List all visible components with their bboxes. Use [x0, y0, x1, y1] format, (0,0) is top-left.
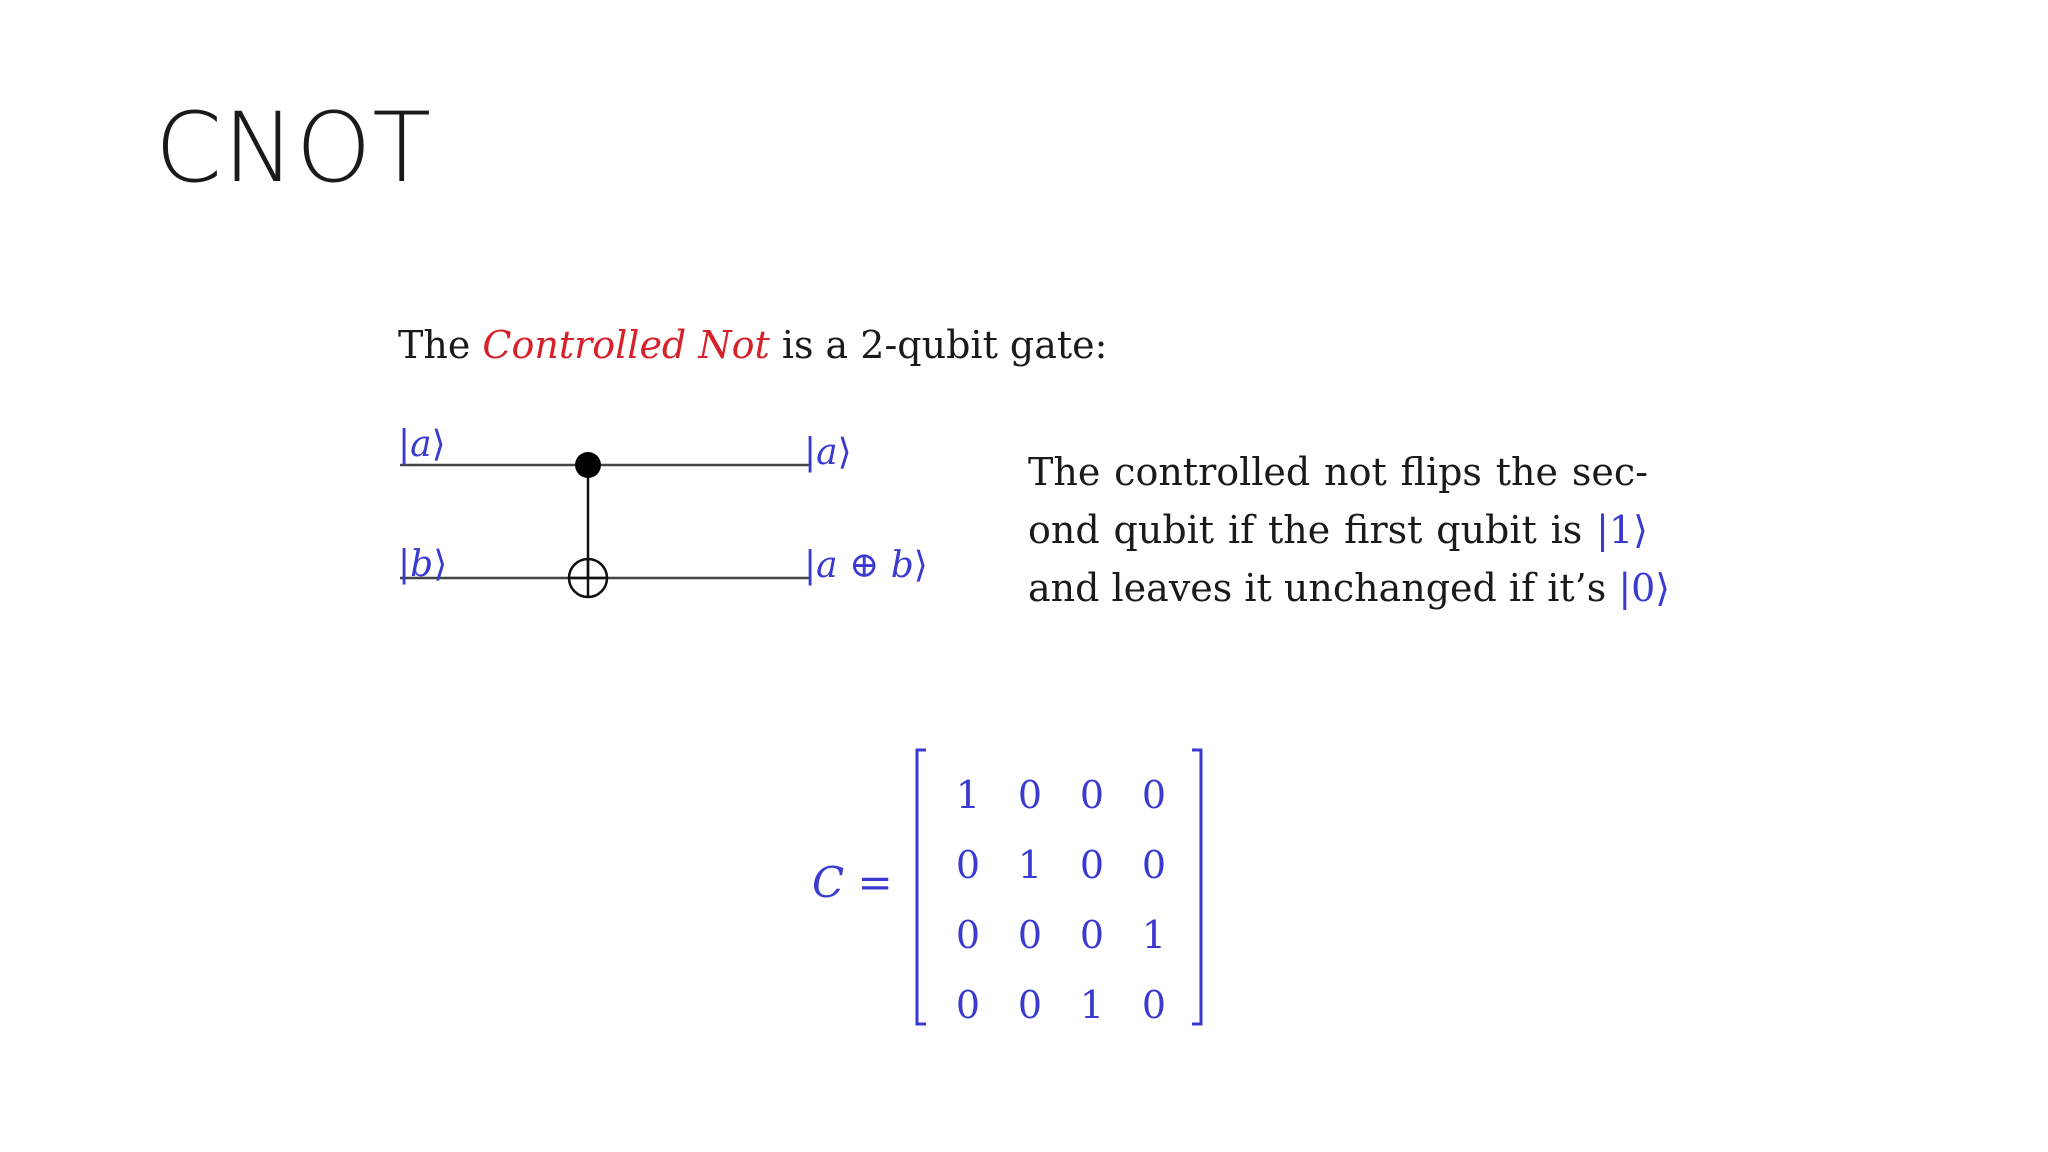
matrix-cell: 1 [1079, 983, 1105, 1027]
matrix-lhs: C = [812, 858, 893, 907]
matrix-cell: 0 [1141, 773, 1167, 817]
left-bracket [915, 748, 926, 1026]
input-ket-a: |a⟩ [398, 424, 446, 465]
matrix-cell: 1 [1017, 843, 1043, 887]
matrix-cell: 0 [1079, 773, 1105, 817]
intro-before: The [398, 323, 483, 367]
description-line-1: The controlled not flips the sec- [1028, 450, 1648, 494]
cnot-description: The controlled not flips the sec- ond qu… [1028, 443, 1671, 617]
ket-one: |1⟩ [1596, 508, 1648, 552]
matrix-cell: 0 [1141, 843, 1167, 887]
matrix-cell: 0 [1017, 983, 1043, 1027]
output-ket-a-xor-b: |a ⊕ b⟩ [804, 545, 928, 586]
matrix-cell: 1 [1141, 913, 1167, 957]
control-dot [575, 452, 601, 478]
matrix-cell: 0 [1141, 983, 1167, 1027]
input-ket-b: |b⟩ [398, 544, 448, 585]
intro-highlight: Controlled Not [482, 323, 770, 367]
intro-after: is a 2-qubit gate: [769, 323, 1108, 367]
matrix-cell: 0 [1017, 773, 1043, 817]
matrix-cell: 0 [1017, 913, 1043, 957]
description-line-3: and leaves it unchanged if it’s |0⟩ [1028, 566, 1671, 610]
matrix-cell: 0 [955, 843, 981, 887]
ket-zero: |0⟩ [1618, 566, 1671, 610]
matrix-cell: 1 [955, 773, 981, 817]
matrix-brackets [915, 748, 1203, 1026]
right-bracket [1192, 748, 1203, 1026]
output-ket-a: |a⟩ [804, 432, 852, 473]
cnot-circuit-diagram [400, 452, 810, 599]
matrix-cell: 0 [955, 983, 981, 1027]
matrix-cell: 0 [1079, 843, 1105, 887]
slide-title: CNOT [155, 92, 433, 204]
matrix-cell: 0 [1079, 913, 1105, 957]
intro-sentence: The Controlled Not is a 2-qubit gate: [398, 323, 1108, 367]
description-line-2: ond qubit if the first qubit is |1⟩ [1028, 508, 1648, 552]
matrix-cell: 0 [955, 913, 981, 957]
